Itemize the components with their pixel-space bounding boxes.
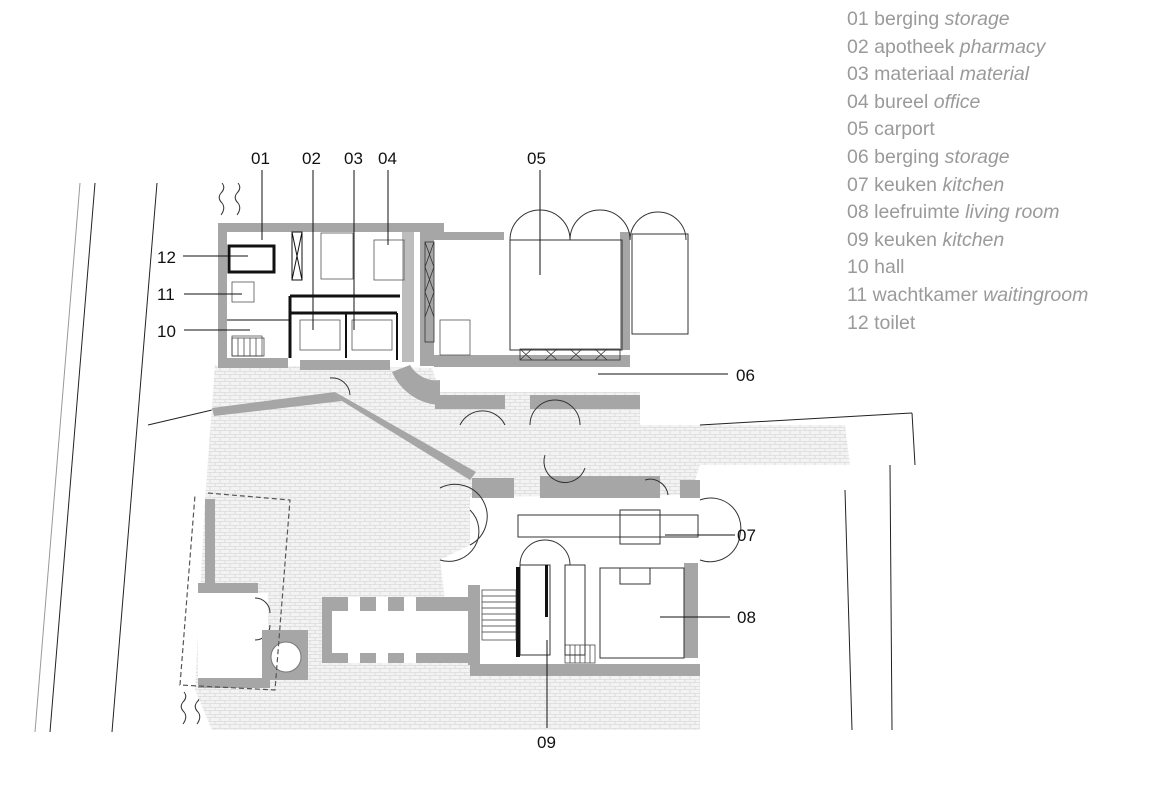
storage-racks (424, 241, 621, 361)
legend-item: 09 keuken kitchen (847, 228, 1005, 251)
legend-item: 01 berging storage (847, 8, 1010, 30)
site-edges (699, 412, 916, 731)
room-legend: 01 berging storage 02 apotheek pharmacy … (847, 6, 1088, 337)
south-building-walls (198, 499, 700, 688)
callout-06: 06 (736, 366, 755, 385)
hedge-marks (180, 182, 241, 725)
legend-item: 05 carport (847, 118, 935, 141)
north-building-walls (218, 223, 630, 370)
pergola-outline (179, 492, 291, 691)
kitchen-black-wall (516, 567, 520, 657)
round-well (270, 641, 302, 673)
legend-item: 02 apotheek pharmacy (847, 35, 1046, 58)
callout-01: 01 (251, 149, 270, 168)
kitchen-black-wall-2 (545, 565, 548, 617)
callout-05: 05 (527, 149, 546, 168)
legend-item: 11 wachtkamer waitingroom (847, 283, 1089, 306)
legend-item: 04 bureel office (847, 90, 981, 113)
door-swings (254, 377, 742, 641)
legend-item: 08 leefruimte living room (847, 201, 1060, 224)
callout-07: 07 (737, 526, 756, 545)
callout-09: 09 (537, 733, 556, 752)
legend-item: 10 hall (847, 256, 905, 279)
legend-item: 07 keuken kitchen (847, 173, 1005, 196)
legend-item: 12 toilet (847, 311, 916, 334)
leader-lines (183, 170, 735, 728)
legend-item: 03 materiaal material (847, 63, 1030, 86)
north-furniture (231, 232, 471, 357)
road-lines (34, 182, 213, 733)
diagonal-walls (212, 392, 476, 480)
legend-item: 06 berging storage (847, 145, 1010, 168)
callout-03: 03 (344, 149, 363, 168)
carport-arches (509, 209, 689, 351)
interior-partitions (227, 231, 400, 360)
callout-numbers: 01 02 03 04 05 06 07 08 09 10 11 12 (157, 149, 756, 752)
callout-02: 02 (302, 149, 321, 168)
callout-10: 10 (157, 322, 176, 341)
callout-04: 04 (378, 149, 397, 168)
stairs (231, 337, 596, 664)
stair-tower (392, 365, 440, 405)
callout-11: 11 (157, 285, 175, 304)
callout-08: 08 (737, 608, 756, 627)
callout-12: 12 (157, 248, 176, 267)
